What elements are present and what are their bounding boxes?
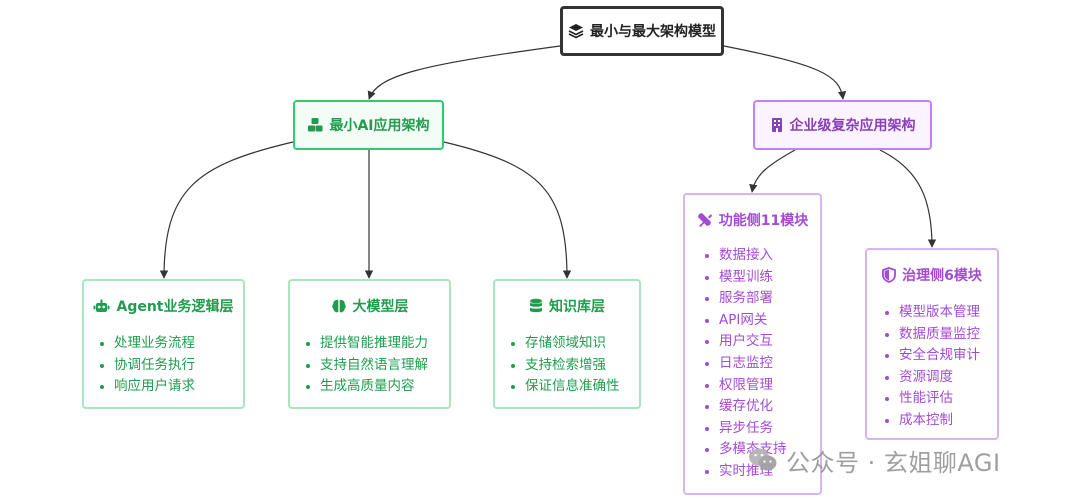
list-item: 协调任务执行 bbox=[98, 355, 243, 377]
database-icon bbox=[529, 298, 543, 314]
watermark: 公众号 · 玄姐聊AGI bbox=[748, 440, 1001, 480]
list-item: 成本控制 bbox=[883, 410, 997, 432]
list-item: 权限管理 bbox=[703, 375, 820, 397]
llm-layer-list: 提供智能推理能力 支持自然语言理解 生成高质量内容 bbox=[290, 329, 449, 398]
list-item: 数据接入 bbox=[703, 245, 820, 267]
kb-layer-title: 知识库层 bbox=[549, 299, 605, 315]
building-icon bbox=[770, 117, 784, 133]
cubes-icon bbox=[307, 117, 323, 133]
list-item: 性能评估 bbox=[883, 388, 997, 410]
list-item: 支持检索增强 bbox=[509, 355, 639, 377]
list-item: 缓存优化 bbox=[703, 396, 820, 418]
agent-layer-list: 处理业务流程 协调任务执行 响应用户请求 bbox=[84, 329, 243, 398]
function-side-node: 功能侧11模块 数据接入 模型训练 服务部署 API网关 用户交互 日志监控 权… bbox=[683, 193, 822, 495]
edge-enterprise-gov bbox=[879, 149, 937, 248]
governance-side-node: 治理侧6模块 模型版本管理 数据质量监控 安全合规审计 资源调度 性能评估 成本… bbox=[865, 248, 999, 440]
enterprise-arch-title: 企业级复杂应用架构 bbox=[789, 118, 916, 134]
agent-layer-node: Agent业务逻辑层 处理业务流程 协调任务执行 响应用户请求 bbox=[82, 279, 245, 409]
agent-layer-title: Agent业务逻辑层 bbox=[116, 299, 234, 315]
list-item: 日志监控 bbox=[703, 353, 820, 375]
list-item: 保证信息准确性 bbox=[509, 376, 639, 398]
list-item: 用户交互 bbox=[703, 331, 820, 353]
list-item: 提供智能推理能力 bbox=[304, 333, 449, 355]
list-item: 生成高质量内容 bbox=[304, 376, 449, 398]
wechat-icon bbox=[748, 447, 778, 473]
list-item: 数据质量监控 bbox=[883, 324, 997, 346]
list-item: API网关 bbox=[703, 310, 820, 332]
edge-enterprise-func bbox=[749, 149, 796, 193]
root-title: 最小与最大架构模型 bbox=[590, 24, 716, 40]
edge-root-minimal bbox=[367, 45, 561, 100]
list-item: 异步任务 bbox=[703, 418, 820, 440]
llm-layer-title: 大模型层 bbox=[352, 299, 409, 315]
edge-root-enterprise bbox=[723, 45, 847, 100]
minimal-arch-node: 最小AI应用架构 bbox=[293, 100, 444, 150]
governance-side-title: 治理侧6模块 bbox=[902, 268, 982, 284]
brain-icon bbox=[331, 298, 347, 314]
list-item: 模型版本管理 bbox=[883, 302, 997, 324]
shield-icon bbox=[882, 267, 897, 283]
list-item: 模型训练 bbox=[703, 267, 820, 289]
enterprise-arch-node: 企业级复杂应用架构 bbox=[753, 100, 932, 150]
robot-icon bbox=[93, 299, 110, 314]
watermark-text: 公众号 · 玄姐聊AGI bbox=[786, 448, 1001, 477]
list-item: 服务部署 bbox=[703, 288, 820, 310]
list-item: 处理业务流程 bbox=[98, 333, 243, 355]
function-side-title: 功能侧11模块 bbox=[718, 213, 809, 229]
list-item: 支持自然语言理解 bbox=[304, 355, 449, 377]
kb-layer-list: 存储领域知识 支持检索增强 保证信息准确性 bbox=[495, 329, 639, 398]
edge-minimal-kb bbox=[443, 141, 572, 279]
list-item: 资源调度 bbox=[883, 367, 997, 389]
kb-layer-node: 知识库层 存储领域知识 支持检索增强 保证信息准确性 bbox=[493, 279, 641, 409]
root-node: 最小与最大架构模型 bbox=[560, 6, 724, 56]
function-side-list: 数据接入 模型训练 服务部署 API网关 用户交互 日志监控 权限管理 缓存优化… bbox=[685, 243, 820, 483]
layers-icon bbox=[568, 23, 584, 39]
list-item: 多模态支持 bbox=[703, 439, 820, 461]
llm-layer-node: 大模型层 提供智能推理能力 支持自然语言理解 生成高质量内容 bbox=[288, 279, 451, 409]
governance-side-list: 模型版本管理 数据质量监控 安全合规审计 资源调度 性能评估 成本控制 bbox=[867, 298, 997, 432]
list-item: 存储领域知识 bbox=[509, 333, 639, 355]
tools-icon bbox=[697, 212, 713, 228]
edge-minimal-agent bbox=[159, 141, 294, 279]
list-item: 响应用户请求 bbox=[98, 376, 243, 398]
minimal-arch-title: 最小AI应用架构 bbox=[329, 118, 430, 134]
list-item: 安全合规审计 bbox=[883, 345, 997, 367]
list-item: 实时推理 bbox=[703, 461, 820, 483]
